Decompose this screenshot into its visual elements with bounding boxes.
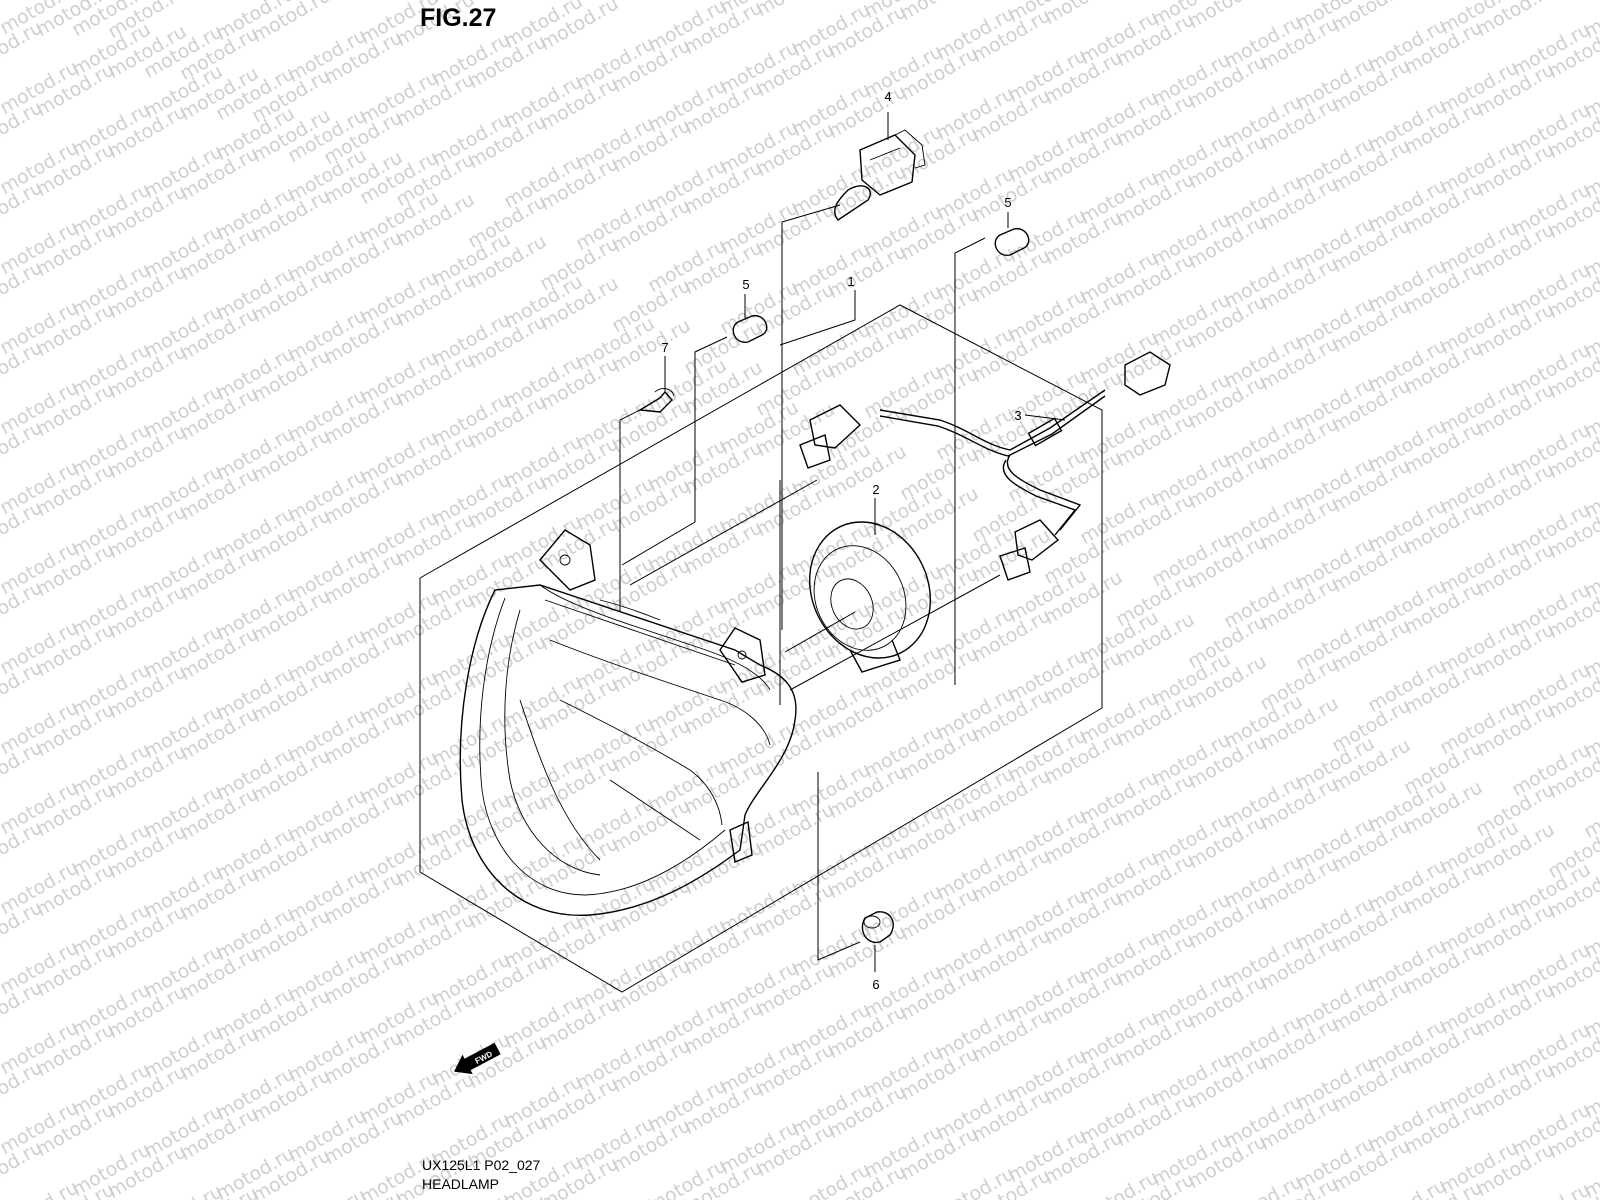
screw — [637, 388, 675, 413]
position-bulb-right — [994, 228, 1030, 256]
diagram-caption: HEADLAMP — [422, 1176, 500, 1192]
wiring-harness — [799, 351, 1171, 581]
callout-2: 2 — [872, 482, 879, 497]
headlamp-housing — [459, 529, 797, 916]
headlight-bulb — [834, 129, 926, 221]
diagram-code: UX125L1 P02_027 — [422, 1157, 541, 1173]
grommet — [861, 911, 894, 944]
callout-7: 7 — [661, 340, 668, 355]
callout-6: 6 — [872, 977, 879, 992]
fwd-arrow-icon: FWD — [454, 1042, 501, 1075]
callout-5-left: 5 — [742, 277, 749, 292]
rubber-cover — [808, 521, 932, 673]
callout-4: 4 — [884, 89, 891, 104]
callout-5-right: 5 — [1004, 195, 1011, 210]
position-bulb-left — [732, 315, 768, 343]
figure-title: FIG.27 — [420, 4, 497, 32]
callouts: 1 2 3 4 5 5 6 7 — [661, 89, 1021, 992]
assembly-frame — [419, 285, 1103, 993]
callout-3: 3 — [1014, 408, 1021, 423]
callout-1: 1 — [847, 274, 854, 289]
leader-lines — [619, 112, 1066, 972]
